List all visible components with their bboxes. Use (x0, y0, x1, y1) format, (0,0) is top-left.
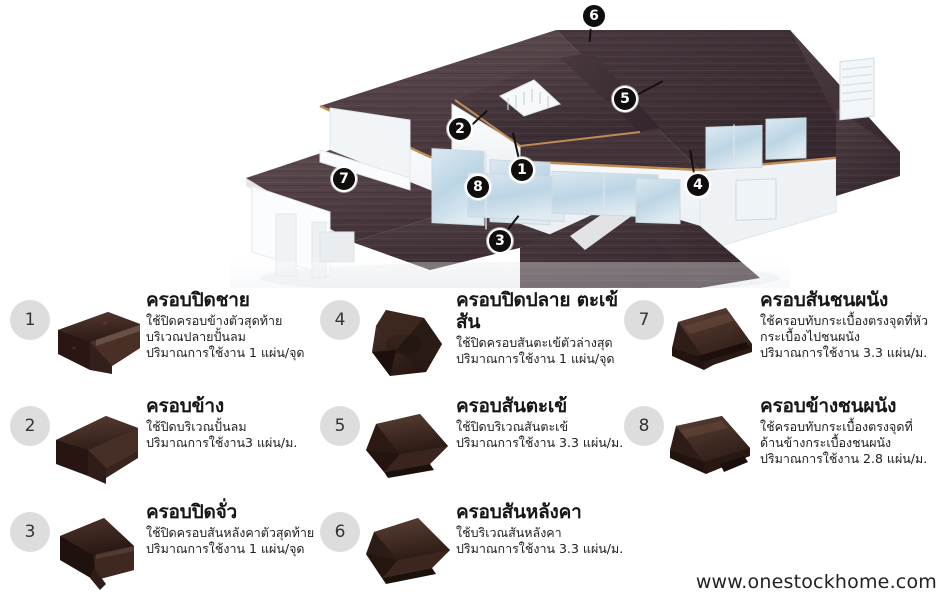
product-number-badge: 7 (624, 300, 664, 340)
product-title: ครอบข้างชนผนัง (760, 395, 897, 417)
product-thumbnail-gable-end-cap (50, 508, 146, 602)
desc-line: ปริมาณการใช้งาน3 แผ่น/ม. (146, 434, 298, 450)
product-thumbnail-main-ridge (360, 508, 456, 602)
product-description: ใช้ครอบทับกระเบื้องตรงจุดที่ ด้านข้างกระ… (760, 419, 940, 467)
product-text: ครอบสันตะเข้ ใช้ปิดบริเวณสันตะเข้ ปริมาณ… (456, 395, 628, 451)
product-title: ครอบปิดชาย (146, 289, 250, 311)
desc-line: ใช้ปิดบริเวณปั้นลม (146, 418, 247, 434)
product-item-3[interactable]: 3 (0, 501, 318, 610)
product-text: ครอบปิดจั่ว ใช้ปิดครอบสันหลังคาตัวสุดท้า… (146, 501, 318, 557)
product-text: ครอบข้างชนผนัง ใช้ครอบทับกระเบื้องตรงจุด… (760, 395, 940, 467)
desc-line: ปริมาณการใช้งาน 1 แผ่น/จุด (146, 540, 305, 556)
product-number-badge: 5 (320, 406, 360, 446)
product-title: ครอบข้าง (146, 395, 224, 417)
desc-line: ใช้ครอบทับกระเบื้องตรงจุดที่หัว (760, 312, 928, 328)
product-item-6[interactable]: 6 ค (310, 501, 628, 610)
product-thumbnail-hip-end-cap (360, 296, 456, 390)
desc-line: ปริมาณการใช้งาน 1 แผ่น/จุด (146, 344, 305, 360)
product-description: ใช้ครอบทับกระเบื้องตรงจุดที่หัว กระเบื้อ… (760, 313, 940, 361)
desc-line: กระเบื้องไปชนผนัง (760, 328, 861, 344)
product-item-8[interactable]: 8 (620, 395, 940, 504)
product-description: ใช้บริเวณสันหลังคา ปริมาณการใช้งาน 3.3 แ… (456, 525, 628, 557)
house-illustration: 6 5 2 1 4 7 8 3 (0, 0, 951, 288)
callout-marker-3[interactable]: 3 (487, 228, 513, 254)
desc-line: ปริมาณการใช้งาน 3.3 แผ่น/ม. (456, 540, 624, 556)
desc-line: ด้านข้างกระเบื้องชนผนัง (760, 434, 892, 450)
callout-marker-4[interactable]: 4 (685, 172, 711, 198)
product-description: ใช้ปิดครอบข้างตัวสุดท้าย บริเวณปลายปั้นล… (146, 313, 318, 361)
product-title: ครอบปิดจั่ว (146, 501, 237, 523)
product-column-2: 4 ค (310, 286, 627, 605)
product-number-badge: 1 (10, 300, 50, 340)
desc-line: ใช้ปิดครอบสันหลังคาตัวสุดท้าย (146, 524, 315, 540)
callout-marker-6[interactable]: 6 (581, 3, 607, 29)
product-title: ครอบสันตะเข้ (456, 395, 567, 417)
product-description: ใช้ปิดครอบสันตะเข้ตัวล่างสุด ปริมาณการใช… (456, 335, 628, 367)
product-text: ครอบสันหลังคา ใช้บริเวณสันหลังคา ปริมาณก… (456, 501, 628, 557)
desc-line: ปริมาณการใช้งาน 2.8 แผ่น/ม. (760, 450, 928, 466)
desc-line: ใช้ปิดครอบสันตะเข้ตัวล่างสุด (456, 334, 613, 350)
product-number-badge: 6 (320, 512, 360, 552)
product-text: ครอบสันชนผนัง ใช้ครอบทับกระเบื้องตรงจุดท… (760, 289, 940, 361)
product-number-badge: 8 (624, 406, 664, 446)
product-column-1: 1 (0, 286, 317, 605)
callout-marker-7[interactable]: 7 (331, 166, 357, 192)
product-text: ครอบปิดปลาย ตะเข้สัน ใช้ปิดครอบสันตะเข้ต… (456, 289, 628, 367)
product-thumbnail-side-cap (50, 402, 146, 496)
product-column-3: 7 (620, 286, 937, 605)
product-item-7[interactable]: 7 (620, 289, 940, 398)
product-number-badge: 4 (320, 300, 360, 340)
desc-line: บริเวณปลายปั้นลม (146, 328, 246, 344)
product-description: ใช้ปิดบริเวณสันตะเข้ ปริมาณการใช้งาน 3.3… (456, 419, 628, 451)
product-item-1[interactable]: 1 (0, 289, 318, 398)
callout-marker-2[interactable]: 2 (447, 116, 473, 142)
product-description: ใช้ปิดบริเวณปั้นลม ปริมาณการใช้งาน3 แผ่น… (146, 419, 318, 451)
product-text: ครอบข้าง ใช้ปิดบริเวณปั้นลม ปริมาณการใช้… (146, 395, 318, 451)
desc-line: ใช้ครอบทับกระเบื้องตรงจุดที่ (760, 418, 913, 434)
product-item-5[interactable]: 5 ค (310, 395, 628, 504)
product-title: ครอบสันชนผนัง (760, 289, 889, 311)
house-render (230, 30, 901, 288)
desc-line: ใช้ปิดครอบข้างตัวสุดท้าย (146, 312, 283, 328)
desc-line: ใช้ปิดบริเวณสันตะเข้ (456, 418, 568, 434)
product-title: ครอบสันหลังคา (456, 501, 582, 523)
product-thumbnail-hip-ridge (360, 402, 456, 496)
product-thumbnail-wall-side-flashing (664, 402, 760, 496)
product-text: ครอบปิดชาย ใช้ปิดครอบข้างตัวสุดท้าย บริเ… (146, 289, 318, 361)
desc-line: ปริมาณการใช้งาน 3.3 แผ่น/ม. (456, 434, 624, 450)
product-number-badge: 3 (10, 512, 50, 552)
callout-marker-1[interactable]: 1 (509, 157, 535, 183)
product-thumbnail-wall-ridge-flashing (664, 296, 760, 390)
product-item-2[interactable]: 2 (0, 395, 318, 504)
product-title: ครอบปิดปลาย ตะเข้สัน (456, 289, 618, 333)
desc-line: ปริมาณการใช้งาน 1 แผ่น/จุด (456, 350, 615, 366)
product-number-badge: 2 (10, 406, 50, 446)
product-list: 1 (0, 286, 951, 605)
product-description: ใช้ปิดครอบสันหลังคาตัวสุดท้าย ปริมาณการใ… (146, 525, 318, 557)
product-thumbnail-ridge-end-cap (50, 296, 146, 390)
desc-line: ปริมาณการใช้งาน 3.3 แผ่น/ม. (760, 344, 928, 360)
callout-marker-8[interactable]: 8 (465, 174, 491, 200)
desc-line: ใช้บริเวณสันหลังคา (456, 524, 562, 540)
callout-marker-5[interactable]: 5 (612, 86, 638, 112)
product-item-4[interactable]: 4 ค (310, 289, 628, 398)
website-url[interactable]: www.onestockhome.com (695, 571, 937, 593)
